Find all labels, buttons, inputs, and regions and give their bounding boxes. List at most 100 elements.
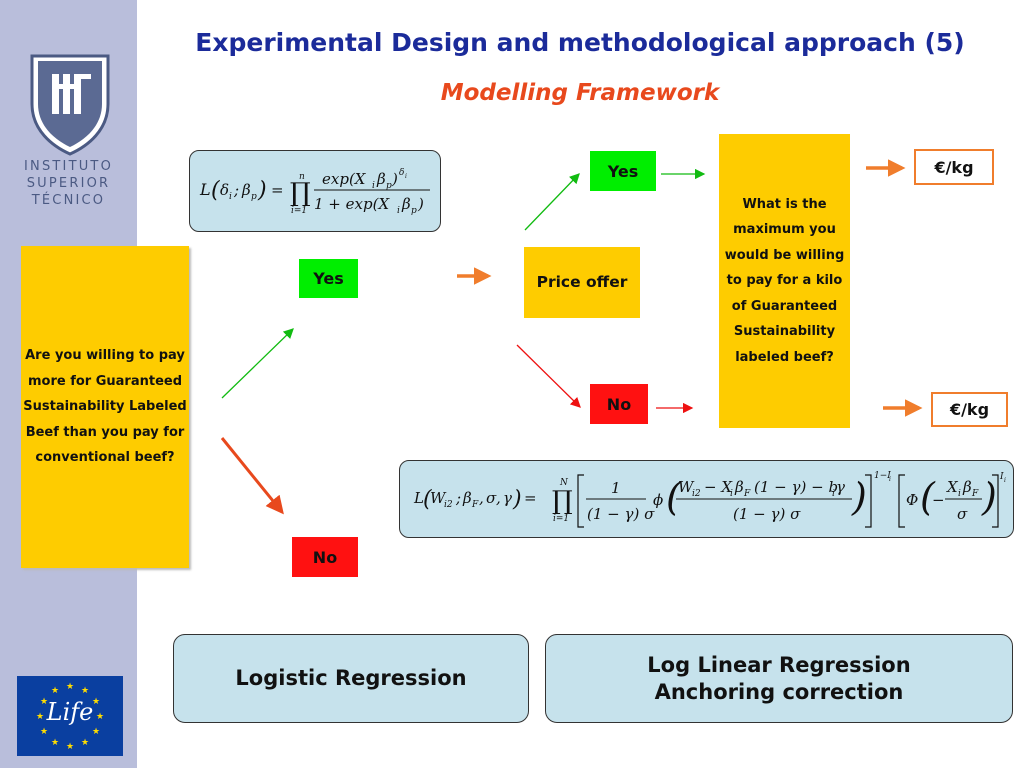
svg-text:I: I (999, 472, 1004, 482)
svg-text:−: − (932, 491, 945, 509)
eu-star-icon: ★ (81, 685, 89, 695)
svg-text:): ) (851, 475, 867, 519)
arrow-price-to-yes (524, 173, 580, 231)
eu-stars-icon: ★★★★★★★★★★★★ (36, 681, 104, 751)
svg-text:i2: i2 (692, 489, 701, 499)
svg-text:p: p (251, 192, 257, 202)
svg-text:;: ; (233, 181, 239, 199)
svg-text:,: , (496, 489, 501, 507)
eu-star-icon: ★ (96, 711, 104, 721)
svg-text:): ) (512, 487, 522, 512)
svg-text:i2: i2 (444, 500, 453, 510)
arrow-price-to-no (516, 344, 581, 408)
logistic-regression-box: Logistic Regression (173, 634, 529, 723)
unit-bottom-box: €/kg (931, 392, 1008, 427)
svg-text:σ: σ (957, 505, 968, 523)
wtp-question-box: What is the maximum you would be willing… (719, 134, 850, 428)
price-yes-box: Yes (590, 151, 656, 191)
arrow-question-to-yes (221, 328, 294, 399)
svg-text:β: β (401, 195, 411, 213)
svg-text:(: ( (666, 475, 682, 519)
svg-text:L: L (199, 180, 211, 199)
svg-text:(1 − γ) σ: (1 − γ) σ (733, 505, 801, 523)
svg-text:γ: γ (503, 489, 512, 507)
svg-text:F: F (471, 500, 479, 510)
svg-text:Φ: Φ (906, 491, 918, 509)
eu-star-icon: ★ (66, 681, 74, 691)
svg-text:σ: σ (486, 489, 497, 507)
svg-text:W: W (678, 478, 695, 496)
svg-text:F: F (971, 489, 979, 499)
svg-text:β: β (462, 489, 472, 507)
svg-text:i: i (229, 192, 232, 202)
price-offer-box: Price offer (524, 247, 640, 318)
eu-star-icon: ★ (51, 737, 59, 747)
svg-text:F: F (743, 489, 751, 499)
svg-text:i=1: i=1 (291, 206, 307, 216)
svg-text:∏: ∏ (552, 486, 573, 516)
svg-text:1−I: 1−I (874, 471, 891, 481)
svg-text:=: = (271, 181, 284, 199)
svg-text:γ: γ (836, 478, 845, 496)
svg-text:i: i (889, 476, 891, 483)
svg-text:i: i (832, 489, 835, 499)
logo-text-line: TÉCNICO (31, 193, 106, 208)
svg-text:n: n (299, 172, 305, 182)
logo-text-line: SUPERIOR (26, 176, 111, 191)
logo-text-line: INSTITUTO (23, 159, 113, 174)
svg-text:(1 − γ) σ: (1 − γ) σ (587, 505, 655, 523)
svg-text:p: p (411, 206, 417, 216)
svg-text:(: ( (211, 178, 220, 203)
svg-text:β: β (241, 181, 251, 199)
log-linear-regression-box: Log Linear Regression Anchoring correcti… (545, 634, 1013, 723)
page-title: Experimental Design and methodological a… (195, 28, 965, 57)
svg-text:i: i (372, 181, 375, 191)
svg-text:): ) (257, 178, 267, 203)
eu-life-logo: ★★★★★★★★★★★★ Life (17, 676, 123, 756)
eu-star-icon: ★ (81, 737, 89, 747)
eu-star-icon: ★ (51, 685, 59, 695)
svg-text:β: β (734, 478, 744, 496)
page-subtitle: Modelling Framework (440, 80, 720, 106)
svg-text:(: ( (920, 475, 936, 519)
svg-text:∏: ∏ (290, 178, 311, 208)
svg-text:i: i (958, 489, 961, 499)
svg-text:1 + exp(X: 1 + exp(X (314, 195, 390, 213)
svg-text:(: ( (423, 487, 432, 512)
logo-text: INSTITUTO SUPERIOR TÉCNICO (0, 158, 137, 209)
svg-text:1: 1 (611, 479, 621, 497)
svg-text:W: W (430, 489, 447, 507)
svg-text:): ) (417, 195, 424, 213)
svg-text:β: β (962, 478, 972, 496)
eu-star-icon: ★ (40, 696, 48, 706)
svg-text:i=1: i=1 (553, 514, 569, 524)
svg-text:i: i (397, 206, 400, 216)
svg-text:N: N (559, 478, 569, 488)
svg-text:L: L (413, 489, 424, 507)
eu-star-icon: ★ (92, 696, 100, 706)
svg-text:=: = (524, 489, 537, 507)
svg-text:,: , (479, 489, 484, 507)
logistic-regression-label: Logistic Regression (235, 666, 467, 690)
price-no-box: No (590, 384, 648, 424)
svg-text:β: β (376, 170, 386, 188)
svg-text:− X: − X (704, 478, 733, 496)
svg-text:;: ; (455, 489, 461, 507)
svg-text:i: i (405, 173, 407, 180)
svg-text:): ) (981, 475, 997, 519)
answer-yes-box: Yes (299, 259, 358, 298)
ist-shield-icon (30, 54, 110, 156)
eu-star-icon: ★ (40, 726, 48, 736)
svg-text:δ: δ (399, 168, 404, 178)
log-linear-regression-label: Log Linear Regression (647, 652, 911, 677)
logistic-likelihood-formula: L ( δ i ; β p ) = n ∏ i=1 exp(X i β p ) … (189, 150, 441, 232)
eu-star-icon: ★ (66, 741, 74, 751)
svg-text:(1 − γ) − b: (1 − γ) − b (754, 478, 838, 496)
life-logo-text: Life (46, 698, 94, 726)
svg-text:i: i (1004, 477, 1006, 484)
svg-text:exp(X: exp(X (322, 170, 367, 188)
svg-text:X: X (946, 478, 959, 496)
unit-top-box: €/kg (914, 149, 994, 185)
svg-text:): ) (391, 170, 398, 188)
